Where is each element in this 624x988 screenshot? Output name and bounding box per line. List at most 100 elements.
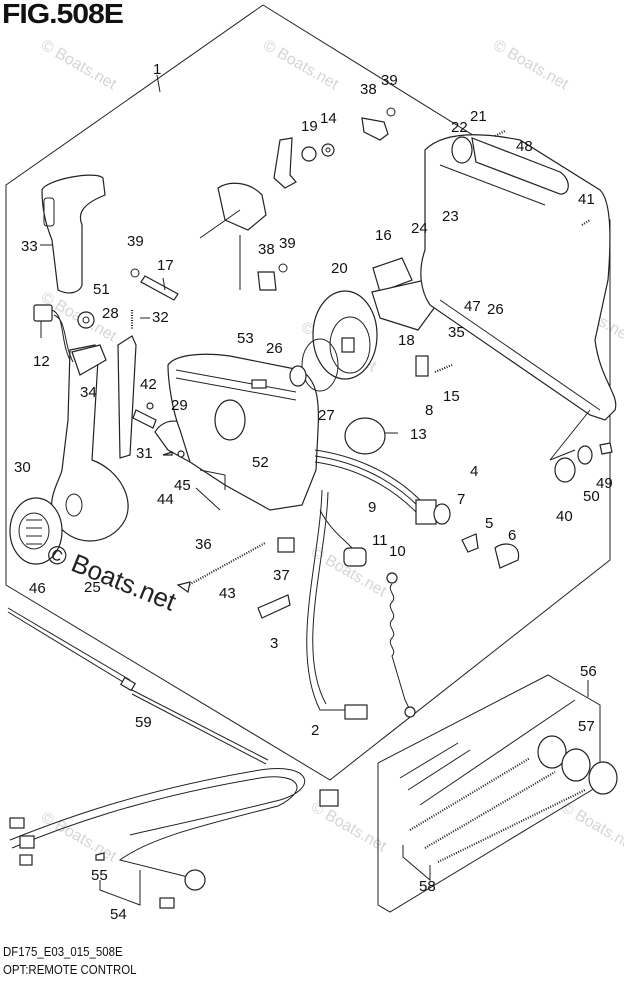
lever-grip-slot [43,197,55,227]
leader-bracket-54 [99,870,141,906]
bolts-58 [409,757,586,863]
washer-50 [577,445,593,465]
callout-8: 8 [425,402,433,419]
cap-6 [494,543,520,569]
watermark-text: © Boats.net [558,799,624,856]
neutral-bar-28 [117,335,137,459]
callout-30: 30 [14,459,31,476]
callout-26-right: 26 [487,301,504,318]
harness-plug [159,897,175,909]
plate-3 [257,594,291,619]
grip-21 [471,137,569,195]
callout-45: 45 [174,477,191,494]
watermark-text: © Boats.net [260,37,342,94]
callout-7: 7 [457,491,465,508]
nut-49 [599,442,613,455]
callout-59: 59 [135,714,152,731]
clip-37 [277,537,295,553]
callout-4: 4 [470,463,478,480]
connector-2 [344,704,368,720]
callout-54: 54 [110,906,127,923]
callout-53: 53 [237,330,254,347]
leader-line [156,74,161,93]
callout-46: 46 [29,580,46,597]
washer-51 [77,311,95,329]
callout-3: 3 [270,635,278,652]
cable-segment [119,676,137,692]
harness-lead-2 [306,489,350,711]
bushing-19 [301,146,317,162]
callout-33: 33 [21,238,38,255]
bracket-38 [361,117,389,141]
clip-39 [278,263,288,273]
side-cover-edge [439,299,601,411]
bushing-26 [289,365,307,387]
spacer-57 [537,735,567,769]
lanyard-clip [404,706,416,718]
callout-17: 17 [157,257,174,274]
callout-41: 41 [578,191,595,208]
clip-39 [130,268,140,278]
harness-connector [319,789,339,807]
callout-35: 35 [448,324,465,341]
callout-51: 51 [93,281,110,298]
leader-line [199,209,241,290]
callout-27: 27 [318,407,335,424]
harness-54 [9,768,305,881]
seal-22 [451,136,473,164]
cable-59 [7,607,269,765]
clip-39 [386,107,396,117]
washer-14 [321,143,335,157]
lever-arm-30 [50,344,129,542]
lock-plate-10 [386,572,398,584]
cam-lever-19 [273,137,297,189]
wiring-bundle [314,449,421,513]
callout-47: 47 [464,298,481,315]
screw-42 [146,402,154,410]
buzzer-13 [344,417,386,455]
callout-13: 13 [410,426,427,443]
figure-code: DF175_E03_015_508E [3,944,123,959]
callout-23: 23 [442,208,459,225]
cable-ties [399,699,576,806]
callout-25: 25 [84,579,101,596]
gear-disc-hub [341,337,355,353]
callout-16: 16 [375,227,392,244]
callout-49: 49 [596,475,613,492]
leader-bracket-58 [402,845,431,882]
callout-24: 24 [411,220,428,237]
watermark-text: © Boats.net [38,37,120,94]
fuse-55 [95,852,105,861]
callout-38-mid: 38 [258,241,275,258]
spacer-40 [554,457,576,483]
washer-hole [82,316,90,324]
callout-43: 43 [219,585,236,602]
callout-50: 50 [583,488,600,505]
switch-8 [415,355,429,377]
key-switch-nut [433,503,451,525]
callout-28: 28 [102,305,119,322]
plate-31 [132,409,157,429]
callout-18: 18 [398,332,415,349]
watermark-text: © Boats.net [490,37,572,94]
callout-31: 31 [136,445,153,462]
emblem-46 [18,512,50,550]
callout-15: 15 [443,388,460,405]
callout-20: 20 [331,260,348,277]
callout-42: 42 [140,376,157,393]
callout-12: 12 [33,353,50,370]
housing-boss [214,399,246,441]
key-5 [461,533,479,553]
figure-name: OPT:REMOTE CONTROL [3,962,137,977]
callout-10: 10 [389,543,406,560]
side-cover-plate [420,134,617,421]
bolt-43 [184,542,266,588]
callout-14: 14 [320,110,337,127]
callout-39-mid: 39 [279,235,296,252]
ring-27 [301,338,339,392]
key-switch-7 [415,499,437,525]
bracket-36 [195,469,226,511]
watermark-prominent: © Boats.net [43,538,181,617]
callout-58: 58 [419,878,436,895]
